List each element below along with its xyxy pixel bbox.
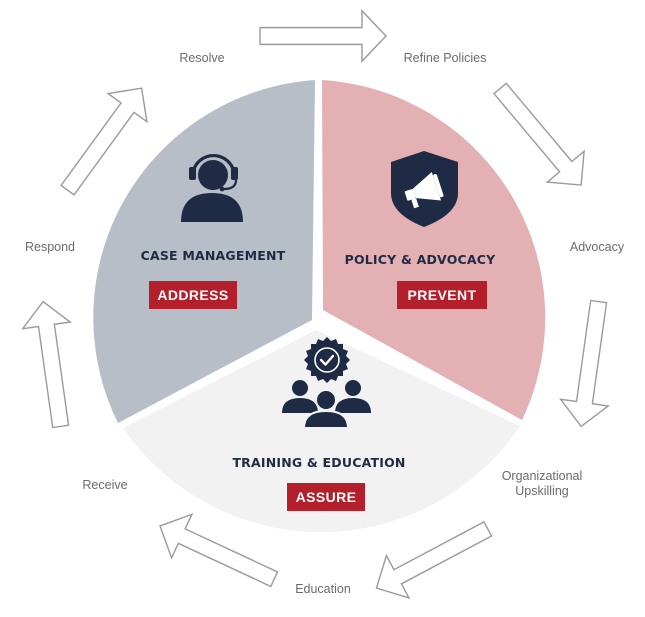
arrow-upskilling-to-education [375,520,493,600]
case-management-title: CASE MANAGEMENT [141,248,286,263]
megaphone-shield-icon [391,151,458,227]
arrow-respond-to-resolve [60,87,148,196]
arrow-education-to-receive [159,513,279,588]
case-management-segment [93,80,315,423]
label-organizational-upskilling-line2: Upskilling [515,484,569,498]
label-resolve: Resolve [179,51,224,65]
headset-agent-icon [181,154,243,222]
badge-seal-icon [304,337,350,383]
certified-group-icon [282,337,371,429]
arrow-advocacy-to-upskilling [559,299,610,428]
label-education: Education [295,582,351,596]
label-organizational-upskilling-line1: Organizational [502,469,583,483]
label-respond: Respond [25,240,75,254]
label-advocacy: Advocacy [570,240,625,254]
assure-badge: ASSURE [287,483,365,511]
arrow-resolve-to-refine [259,9,387,63]
arrow-receive-to-respond [21,300,72,429]
prevent-badge: PREVENT [397,281,487,309]
address-badge: ADDRESS [149,281,237,309]
training-education-title: TRAINING & EDUCATION [232,455,405,470]
label-receive: Receive [82,478,127,492]
assure-badge-label: ASSURE [296,489,357,505]
training-education-segment [123,330,520,533]
policy-advocacy-title: POLICY & ADVOCACY [345,252,497,267]
label-refine-policies: Refine Policies [404,51,487,65]
arrow-refine-to-advocacy [493,82,585,186]
address-badge-label: ADDRESS [157,287,228,303]
prevent-badge-label: PREVENT [408,287,477,303]
policy-advocacy-segment [322,80,546,420]
